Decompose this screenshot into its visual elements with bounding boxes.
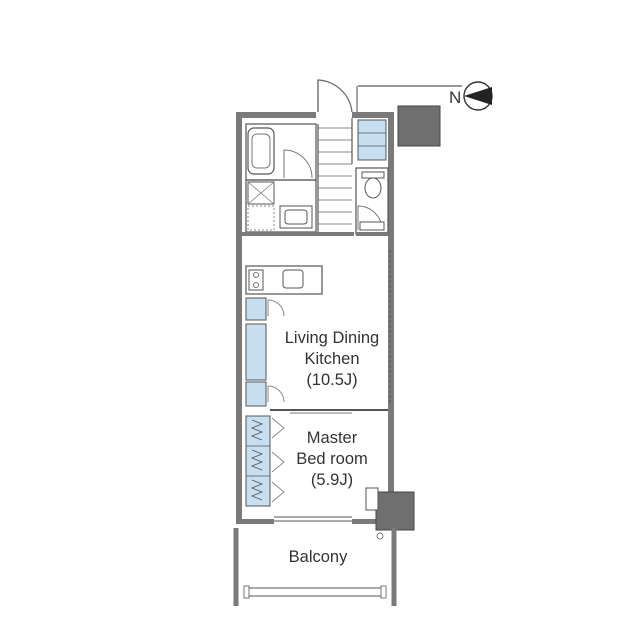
ldk-size: (10.5J) [306,371,358,389]
bedroom-size: (5.9J) [310,471,354,489]
bedroom-closet [245,415,285,507]
exterior-walls [236,112,394,524]
toilet-room [355,167,389,235]
ldk-label: Living Dining Kitchen (10.5J) [262,328,402,391]
compass-north-arrow: N [358,81,493,111]
shoe-cabinet [357,119,387,161]
ldk-name-line2: Kitchen [304,350,360,368]
sliding-partition [270,409,388,414]
entrance-door [317,79,353,113]
refrigerator-space [245,297,267,321]
bedroom-name-line2: Bed room [296,450,368,468]
structural-column [375,491,415,531]
ldk-name-line1: Living Dining [284,329,380,347]
entrance-hall [317,118,353,234]
kitchen-counter [245,265,323,295]
washroom [245,179,317,233]
toilet-bowl [364,177,382,199]
stove [248,269,264,291]
vanity-sink [279,205,313,229]
balcony-area [233,528,397,606]
balcony-label: Balcony [288,548,348,566]
bedroom-label: Master Bed room (5.9J) [272,428,392,491]
kitchen-sink [282,269,304,289]
cupboard [245,381,267,407]
toilet-tank [361,171,385,179]
storage-closet [245,323,267,381]
bedroom-name-line1: Master [306,429,358,447]
bathtub [247,127,275,175]
pipe-shaft-column [397,105,441,147]
compass-letter: N [449,88,461,107]
bathroom [245,123,317,181]
